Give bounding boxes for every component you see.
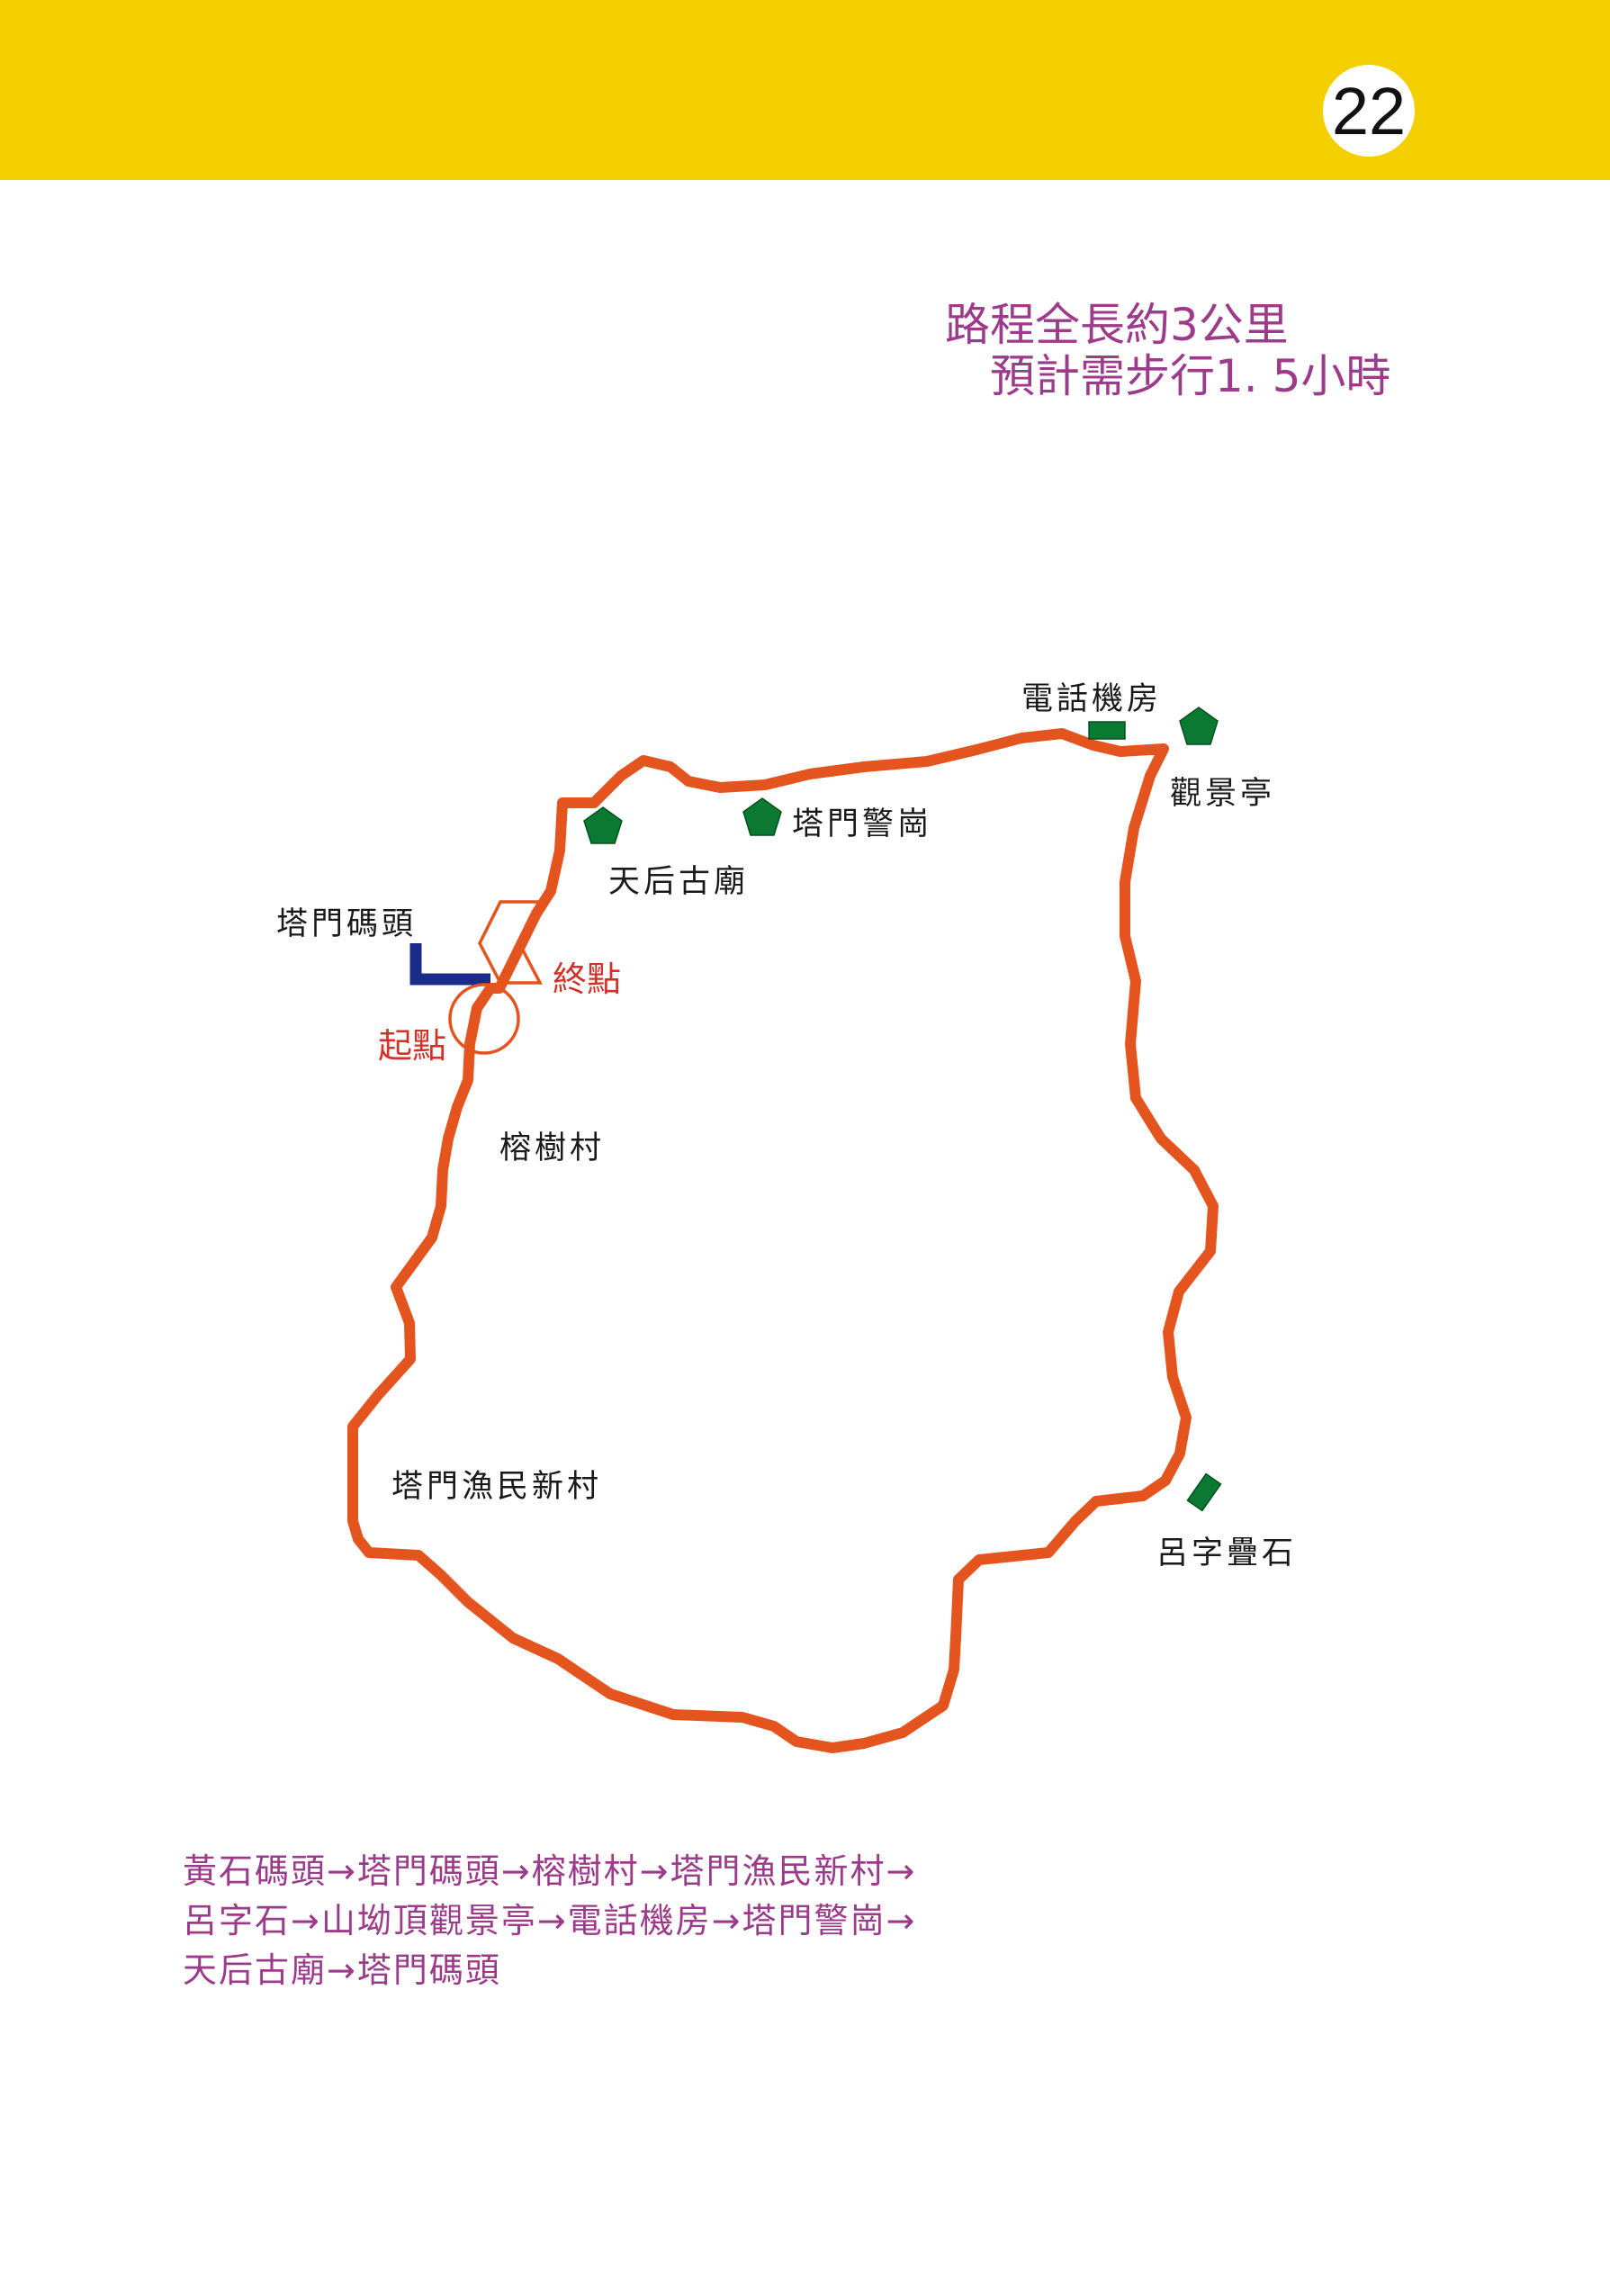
lookout-pavilion-label: 觀景亭: [1170, 776, 1276, 812]
pavilion-icon: [1179, 707, 1219, 745]
police-post-icon: [742, 797, 782, 836]
finish-marker: [478, 900, 543, 985]
route-duration: 預計需步行1. 5小時: [990, 350, 1391, 402]
telecom-room-label: 電話機房: [1021, 681, 1163, 717]
hiking-route: [347, 728, 1219, 1753]
police-post-label: 塔門警崗: [792, 806, 933, 842]
banyan-village-label: 榕樹村: [499, 1130, 606, 1166]
tin-hau-temple-label: 天后古廟: [608, 864, 750, 900]
rock-formation-label: 呂字疊石: [1156, 1535, 1298, 1571]
page-number-badge: 22: [1323, 65, 1415, 157]
route-description: 黃石碼頭→塔門碼頭→榕樹村→塔門漁民新村→ 呂字石→山坳頂觀景亭→電話機房→塔門…: [183, 1847, 1353, 1995]
route-distance: 路程全長約3公里: [945, 299, 1289, 351]
start-label: 起點: [378, 1026, 447, 1066]
route-description-line: 呂字石→山坳頂觀景亭→電話機房→塔門警崗→: [183, 1901, 917, 1940]
tin-hau-temple-icon: [583, 806, 623, 844]
tamen-pier-label: 塔門碼頭: [276, 906, 418, 942]
start-marker: [448, 983, 520, 1055]
telecom-room-icon: [1088, 721, 1126, 740]
rock-formation-icon: [1186, 1472, 1222, 1512]
fishermen-village-label: 塔門漁民新村: [391, 1469, 603, 1505]
route-description-line: 天后古廟→塔門碼頭: [183, 1950, 501, 1990]
finish-label: 終點: [553, 959, 622, 999]
pier-path: [409, 943, 490, 986]
route-description-line: 黃石碼頭→塔門碼頭→榕樹村→塔門漁民新村→: [183, 1851, 917, 1891]
